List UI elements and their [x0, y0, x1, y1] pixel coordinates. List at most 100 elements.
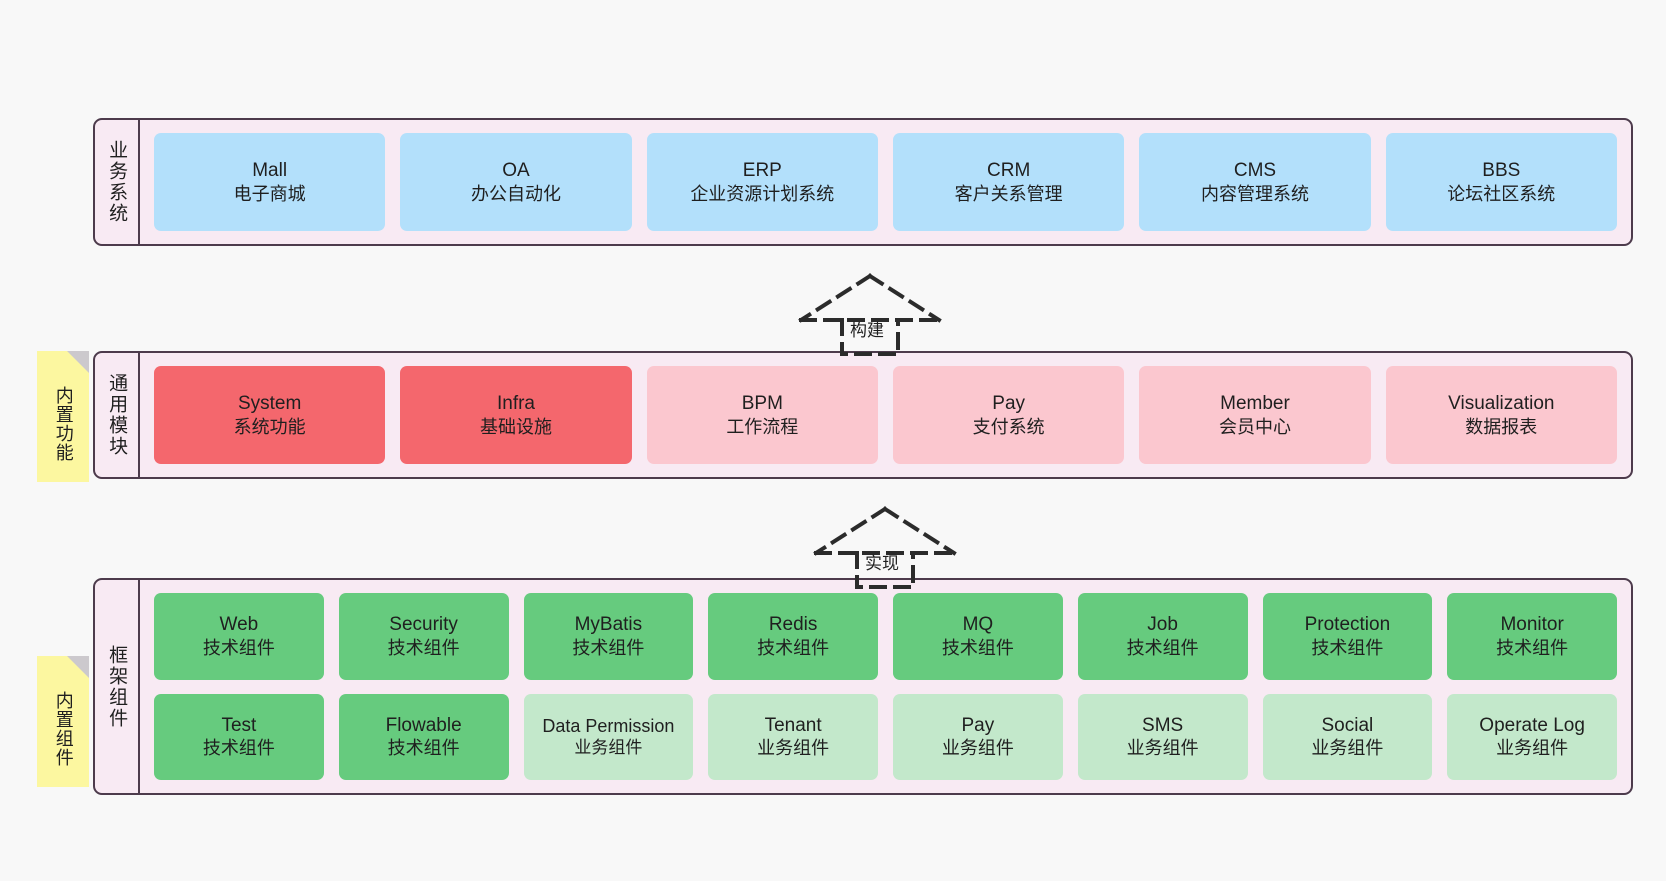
- component-title: Operate Log: [1479, 714, 1585, 736]
- component-card-pay[interactable]: Pay 业务组件: [893, 693, 1063, 780]
- connector-implement-label: 实现: [865, 554, 899, 573]
- module-title: Member: [1220, 392, 1290, 414]
- note-text: 内置组件: [53, 690, 74, 767]
- component-title: Flowable: [385, 714, 462, 736]
- layer-cells-common-modules: System 系统功能 Infra 基础设施 BPM 工作流程 Pay 支付系统…: [140, 353, 1631, 477]
- module-card-bbs[interactable]: BBS 论坛社区系统: [1385, 133, 1617, 231]
- component-title: Data Permission: [542, 715, 675, 736]
- module-card-pay[interactable]: Pay 支付系统: [892, 366, 1125, 464]
- component-title: MQ: [962, 614, 994, 636]
- module-subtitle: 会员中心: [1218, 416, 1291, 437]
- component-card-test[interactable]: Test 技术组件: [154, 693, 324, 780]
- component-card-protection[interactable]: Protection 技术组件: [1262, 593, 1433, 680]
- module-subtitle: 办公自动化: [470, 183, 561, 204]
- module-card-crm[interactable]: CRM 客户关系管理: [892, 133, 1125, 231]
- component-card-social[interactable]: Social 业务组件: [1262, 693, 1433, 780]
- module-subtitle: 电子商城: [233, 183, 306, 204]
- component-subtitle: 技术组件: [757, 637, 830, 658]
- component-title: Pay: [961, 714, 995, 736]
- component-title: Security: [389, 614, 458, 636]
- component-subtitle: 技术组件: [1311, 637, 1384, 658]
- layer-common-modules: 通用模块 System 系统功能 Infra 基础设施 BPM 工作流程 Pay…: [93, 351, 1633, 479]
- module-title: BBS: [1482, 159, 1521, 181]
- module-card-system[interactable]: System 系统功能: [154, 366, 386, 464]
- component-title: Job: [1147, 614, 1178, 636]
- component-subtitle: 技术组件: [387, 738, 460, 759]
- note-fold-corner-icon: [67, 656, 89, 678]
- layer-label-business-systems: 业务系统: [95, 120, 140, 244]
- layer-label-text: 业务系统: [106, 140, 128, 224]
- note-fold-corner-icon: [67, 351, 89, 373]
- module-title: Infra: [496, 392, 535, 414]
- component-card-mybatis[interactable]: MyBatis 技术组件: [523, 593, 694, 680]
- layer-framework-components: 框架组件 Web 技术组件 Security 技术组件 MyBatis 技术组件…: [93, 578, 1633, 795]
- module-card-erp[interactable]: ERP 企业资源计划系统: [646, 133, 878, 231]
- module-title: System: [237, 392, 302, 414]
- component-title: Monitor: [1500, 614, 1564, 636]
- module-card-cms[interactable]: CMS 内容管理系统: [1139, 133, 1371, 231]
- sticky-note-builtin-features: 内置功能: [37, 351, 89, 482]
- component-title: Tenant: [764, 714, 822, 736]
- component-card-tenant[interactable]: Tenant 业务组件: [708, 693, 878, 780]
- connector-implement-arrow-icon: [813, 506, 957, 589]
- connector-build-arrow-icon: [798, 273, 942, 356]
- layer-business-systems: 业务系统 Mall 电子商城 OA 办公自动化 ERP 企业资源计划系统 CRM…: [93, 118, 1633, 246]
- component-subtitle: 技术组件: [202, 738, 275, 759]
- component-card-flowable[interactable]: Flowable 技术组件: [338, 693, 509, 780]
- component-subtitle: 业务组件: [941, 738, 1014, 759]
- module-subtitle: 论坛社区系统: [1447, 183, 1556, 204]
- layer-label-text: 通用模块: [106, 373, 128, 457]
- component-card-web[interactable]: Web 技术组件: [154, 593, 324, 680]
- component-title: Protection: [1304, 614, 1391, 636]
- component-card-mq[interactable]: MQ 技术组件: [893, 593, 1063, 680]
- module-subtitle: 内容管理系统: [1200, 183, 1309, 204]
- module-card-member[interactable]: Member 会员中心: [1139, 366, 1371, 464]
- sticky-note-builtin-components: 内置组件: [37, 656, 89, 787]
- component-card-redis[interactable]: Redis 技术组件: [708, 593, 878, 680]
- component-title: Web: [219, 614, 259, 636]
- module-title: CMS: [1233, 159, 1277, 181]
- module-card-visualization[interactable]: Visualization 数据报表: [1385, 366, 1617, 464]
- component-subtitle: 业务组件: [757, 738, 830, 759]
- module-card-mall[interactable]: Mall 电子商城: [154, 133, 386, 231]
- module-subtitle: 企业资源计划系统: [690, 183, 835, 204]
- connector-build-label: 构建: [850, 321, 884, 340]
- cell-row: System 系统功能 Infra 基础设施 BPM 工作流程 Pay 支付系统…: [154, 366, 1617, 464]
- component-card-monitor[interactable]: Monitor 技术组件: [1447, 593, 1617, 680]
- layer-label-common-modules: 通用模块: [95, 353, 140, 477]
- component-title: Test: [221, 714, 257, 736]
- module-title: OA: [502, 159, 530, 181]
- module-card-bpm[interactable]: BPM 工作流程: [646, 366, 878, 464]
- module-subtitle: 支付系统: [972, 416, 1045, 437]
- module-title: ERP: [742, 159, 782, 181]
- connector-implement: 实现: [810, 505, 960, 590]
- component-card-sms[interactable]: SMS 业务组件: [1077, 693, 1248, 780]
- layer-cells-business-systems: Mall 电子商城 OA 办公自动化 ERP 企业资源计划系统 CRM 客户关系…: [140, 120, 1631, 244]
- component-subtitle: 技术组件: [1126, 637, 1199, 658]
- module-subtitle: 数据报表: [1465, 416, 1538, 437]
- component-subtitle: 技术组件: [572, 637, 645, 658]
- module-title: CRM: [987, 159, 1031, 181]
- module-title: Mall: [252, 159, 288, 181]
- module-card-infra[interactable]: Infra 基础设施: [400, 366, 632, 464]
- component-title: MyBatis: [574, 614, 643, 636]
- component-title: Redis: [768, 614, 818, 636]
- component-card-job[interactable]: Job 技术组件: [1077, 593, 1248, 680]
- cell-row: Mall 电子商城 OA 办公自动化 ERP 企业资源计划系统 CRM 客户关系…: [154, 133, 1617, 231]
- component-card-security[interactable]: Security 技术组件: [338, 593, 509, 680]
- component-card-data-permission[interactable]: Data Permission 业务组件: [523, 693, 694, 780]
- module-title: BPM: [741, 392, 783, 414]
- component-subtitle: 业务组件: [574, 738, 643, 758]
- module-subtitle: 基础设施: [479, 416, 552, 437]
- component-card-operate-log[interactable]: Operate Log 业务组件: [1447, 693, 1617, 780]
- module-subtitle: 工作流程: [726, 416, 799, 437]
- component-subtitle: 业务组件: [1311, 738, 1384, 759]
- module-subtitle: 客户关系管理: [954, 183, 1063, 204]
- connector-build: 构建: [795, 272, 945, 357]
- component-subtitle: 技术组件: [387, 637, 460, 658]
- layer-label-framework-components: 框架组件: [95, 580, 140, 793]
- module-card-oa[interactable]: OA 办公自动化: [400, 133, 632, 231]
- component-subtitle: 业务组件: [1496, 738, 1569, 759]
- component-title: SMS: [1142, 714, 1184, 736]
- module-title: Visualization: [1448, 392, 1555, 414]
